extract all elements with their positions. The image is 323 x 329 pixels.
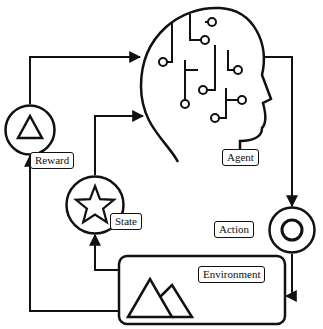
circuit-node — [211, 114, 219, 122]
flow-arrow — [30, 57, 140, 104]
star-symbol — [76, 186, 114, 222]
circuit-node — [201, 36, 209, 44]
circuit-trace — [226, 99, 238, 101]
head-silhouette — [141, 8, 271, 163]
node-label: State — [110, 213, 142, 230]
circuit-node — [234, 66, 242, 74]
circuit-node — [208, 18, 216, 26]
flow-arrow — [95, 235, 118, 270]
diagram-node: Environment — [118, 255, 286, 325]
mountain-symbol — [128, 279, 172, 317]
circuit-trace — [184, 60, 186, 100]
circuit-node — [199, 86, 207, 94]
flow-arrow — [286, 254, 292, 296]
ring-symbol — [282, 220, 302, 240]
mountain-symbol — [160, 285, 192, 317]
triangle-symbol — [18, 116, 42, 138]
diagram-node: Reward — [4, 104, 56, 156]
node-shape — [140, 4, 272, 164]
node-label: Agent — [222, 149, 259, 166]
icon-circle — [270, 208, 315, 253]
node-shape — [4, 104, 56, 156]
node-label: Environment — [198, 266, 265, 283]
node-label: Reward — [30, 152, 74, 169]
circuit-trace — [203, 45, 215, 90]
environment-frame — [119, 256, 285, 324]
flow-arrow — [262, 57, 292, 206]
diagram-node: Agent — [140, 4, 272, 164]
flow-arrow — [95, 116, 143, 175]
diagram-node: Action — [268, 206, 316, 254]
circuit-trace — [185, 69, 198, 71]
circuit-node — [238, 96, 246, 104]
diagram-node: State — [65, 175, 125, 235]
node-shape — [268, 206, 316, 254]
node-label: Action — [214, 221, 254, 238]
circuit-node — [159, 58, 167, 66]
circuit-node — [181, 100, 189, 108]
circuit-trace — [163, 22, 172, 62]
icon-circle — [6, 106, 55, 155]
